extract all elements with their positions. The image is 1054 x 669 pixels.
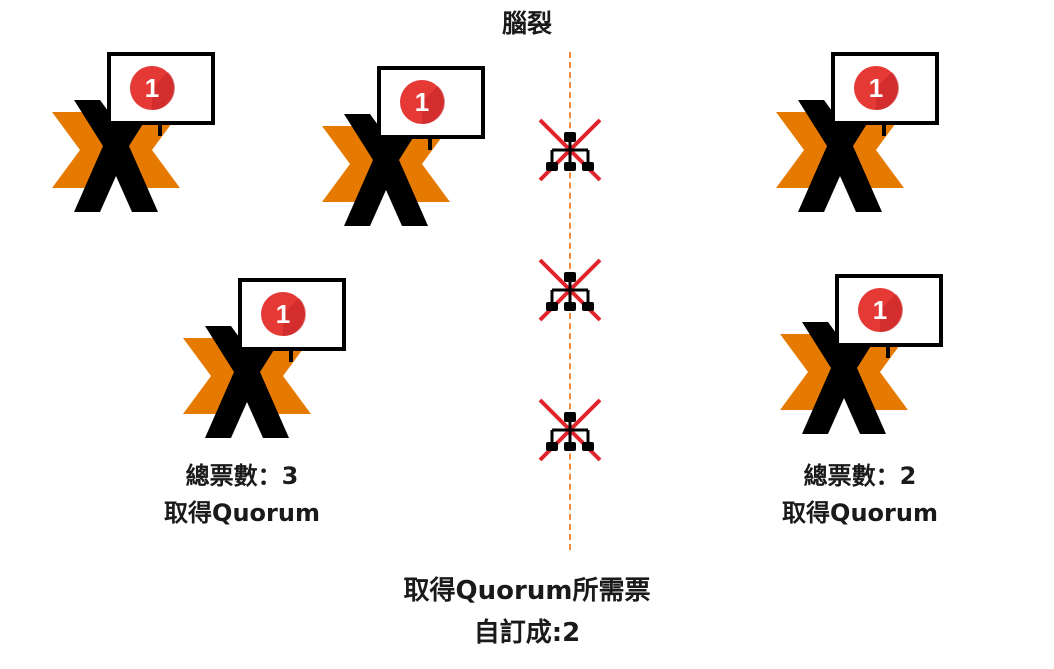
proxmox-logo-icon: 1 [52,52,215,214]
broken-link-3 [538,398,602,462]
proxmox-logo-icon: 1 [776,52,939,214]
quorum-requirement-value: 自訂成:2 [473,618,581,648]
broken-link-2 [538,258,602,322]
vote-badge: 1 [873,295,887,325]
left-total-votes: 總票數：3 [185,462,299,490]
left-quorum-status: 取得Quorum [164,499,320,527]
quorum-requirement-label: 取得Quorum所需票 [403,576,651,606]
network-switch-icon [538,258,602,322]
proxmox-logo-icon: 1 [780,274,943,436]
network-switch-icon [538,118,602,182]
left-group-caption: 總票數：3 取得Quorum [122,458,362,532]
right-total-votes: 總票數：2 [803,462,917,490]
vote-badge: 1 [415,87,429,117]
proxmox-logo-icon: 1 [322,66,485,228]
diagram-title: 腦裂 [501,9,552,38]
node-right-top: 1 [776,50,946,220]
proxmox-logo-icon: 1 [183,278,346,440]
network-switch-icon [538,398,602,462]
quorum-requirement: 取得Quorum所需票 自訂成:2 [0,570,1054,654]
right-quorum-status: 取得Quorum [782,499,938,527]
broken-link-1 [538,118,602,182]
node-left-top-1: 1 [52,50,222,220]
right-group-caption: 總票數：2 取得Quorum [740,458,980,532]
vote-badge: 1 [276,299,290,329]
vote-badge: 1 [145,73,159,103]
node-left-top-2: 1 [322,64,492,234]
node-left-bottom: 1 [183,276,353,446]
node-right-bottom: 1 [780,272,950,442]
vote-badge: 1 [869,73,883,103]
